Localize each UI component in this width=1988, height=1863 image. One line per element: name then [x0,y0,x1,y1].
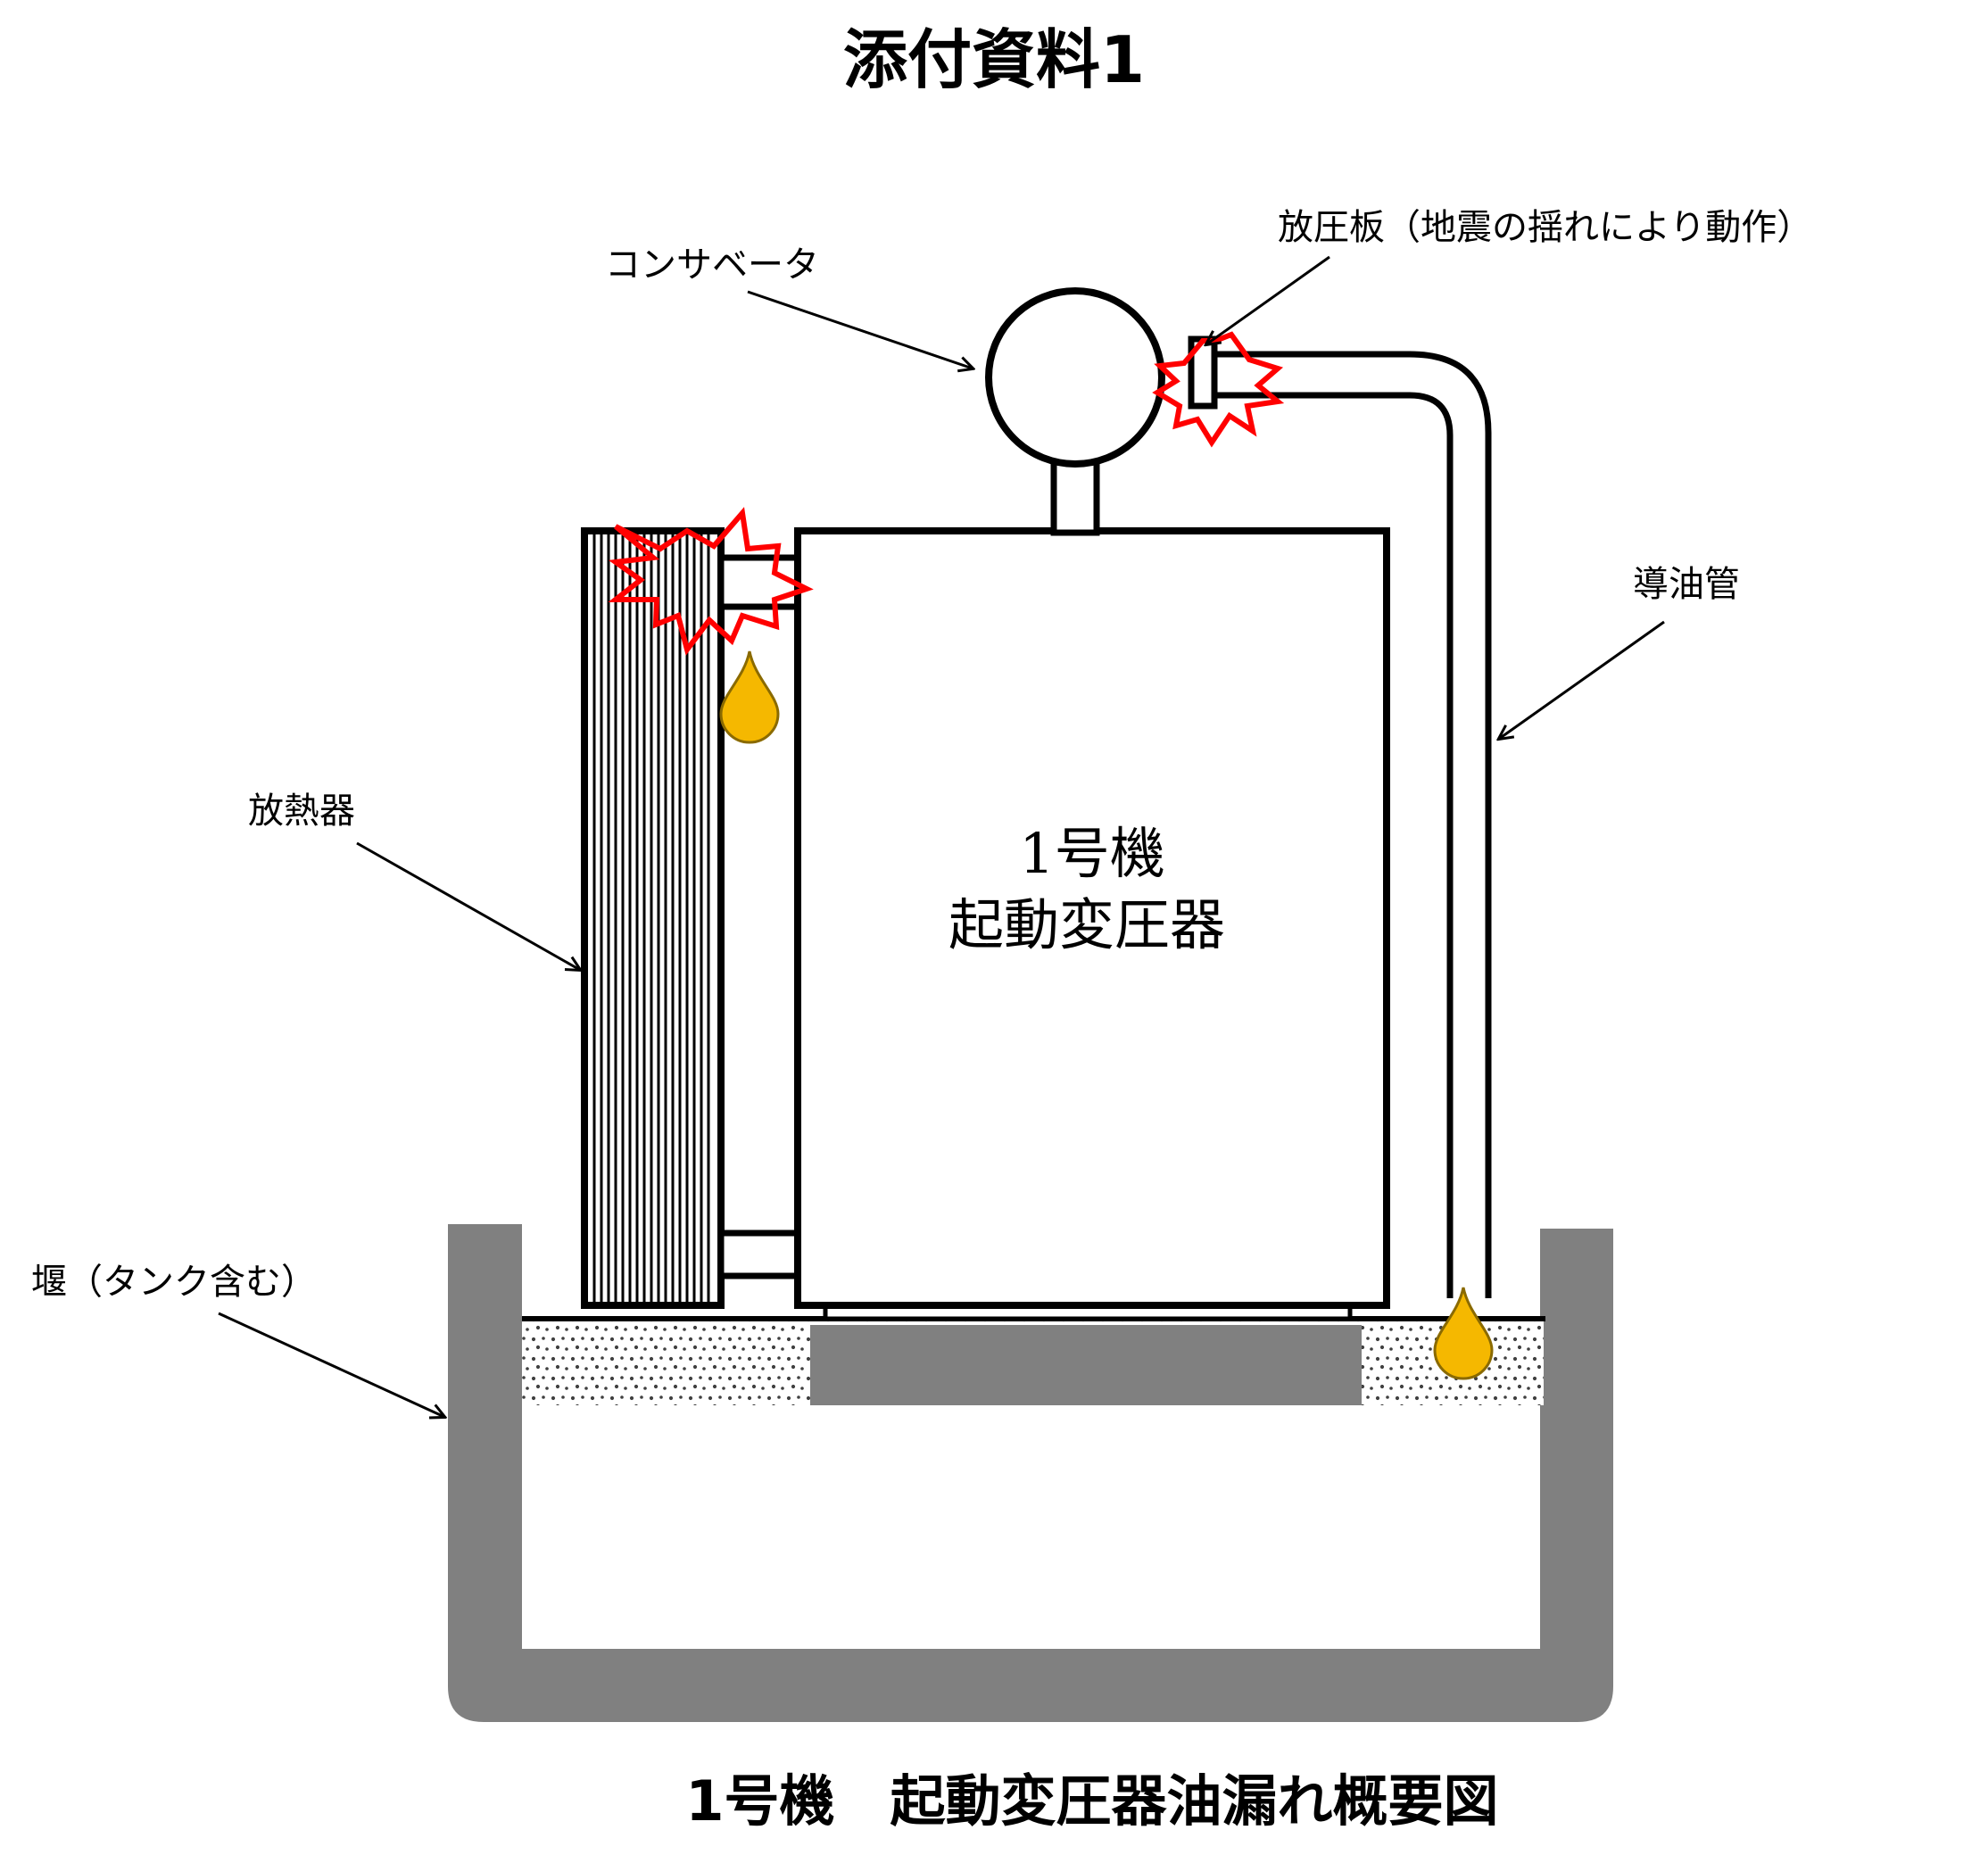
pressure-relief-label: 放圧板（地震の揺れにより動作） [1278,207,1812,248]
conservator-arrow [747,290,973,368]
transformer-label-line2: 起動変圧器 [948,892,1225,957]
oil-pipe [1214,351,1492,1298]
pressure-relief-arrow [1206,255,1330,344]
conservator-label: コンサベータ [605,244,819,286]
radiator [581,527,725,1309]
radiator-arrow [356,841,580,970]
radiator-label: 放熱器 [248,791,355,832]
radiator-burst-icon [608,507,814,656]
pressure-relief-burst-icon [1152,331,1285,448]
transformer-tank [794,527,1390,1309]
dike-arrow [218,1312,444,1417]
conservator [985,287,1165,468]
oil-pipe-label: 導油管 [1633,564,1740,605]
radiator-connector-bottom [717,1230,801,1279]
radiator-connector-top [717,554,801,610]
oil-pipe-arrow [1499,620,1665,739]
conservator-neck [1050,459,1100,536]
foundation [810,1325,1362,1405]
figure-caption: 1号機 起動変圧器油漏れ概要図 [685,1768,1498,1834]
callout-arrows [218,255,1665,1417]
document-title: 添付資料1 [843,22,1145,97]
dike [448,1224,1613,1722]
dike-label: 堰（タンク含む） [31,1262,317,1303]
transformer-label-line1: 1号機 [1019,821,1164,886]
oil-drop-icon [1433,1287,1494,1380]
oil-drop-icon [719,650,780,744]
